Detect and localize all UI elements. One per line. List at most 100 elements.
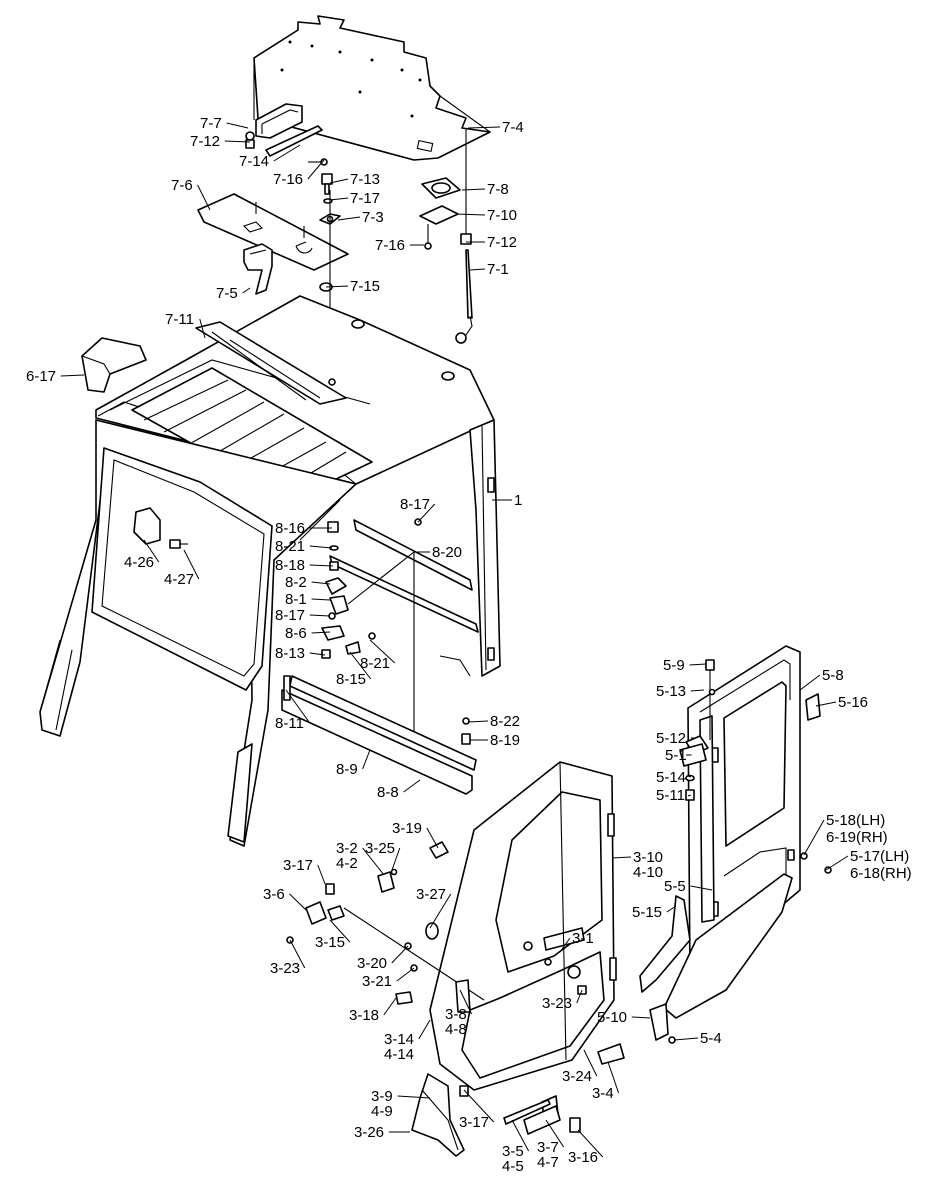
part-label-3-1: 3-1 — [572, 930, 594, 947]
part-label-5-4: 5-4 — [700, 1030, 722, 1047]
leader-line — [289, 939, 306, 969]
part-label-3-26: 3-26 — [354, 1124, 384, 1141]
part-label-8-1: 8-1 — [285, 591, 307, 608]
leader-line — [673, 1037, 699, 1041]
part-label-8-16: 8-16 — [275, 520, 305, 537]
leader-line — [418, 1019, 431, 1040]
part-label-7-12: 7-12 — [487, 234, 517, 251]
part-label-8-19: 8-19 — [490, 732, 520, 749]
part-label-6-18rh: 6-18(RH) — [850, 865, 912, 882]
part-label-3-24: 3-24 — [562, 1068, 592, 1085]
part-label-3-17: 3-17 — [283, 857, 313, 874]
part-label-7-17: 7-17 — [350, 190, 380, 207]
leader-line — [467, 126, 501, 129]
antenna-7-1 — [465, 249, 473, 319]
leader-line — [391, 945, 409, 964]
leader-line — [311, 631, 331, 634]
leader-line — [803, 819, 825, 856]
leader-line — [396, 967, 415, 982]
leader-line — [309, 545, 333, 549]
part-label-8-21: 8-21 — [275, 538, 305, 555]
rail-8-8 — [281, 689, 473, 795]
leader-line — [349, 651, 372, 680]
latch-4-26 — [133, 507, 161, 545]
part-label-8-6: 8-6 — [285, 625, 307, 642]
leader-line — [285, 689, 311, 724]
part-label-5-13: 5-13 — [656, 683, 686, 700]
leader-line — [666, 905, 677, 913]
leader-line — [383, 997, 397, 1016]
leader-line — [799, 674, 821, 691]
part-label-8-15: 8-15 — [336, 671, 366, 688]
part-label-3-7: 3-7 — [537, 1139, 559, 1156]
pad-6-17 — [81, 337, 147, 393]
leader-line — [143, 539, 160, 563]
lower-panel-3-26 — [411, 1073, 465, 1157]
leader-line — [426, 827, 439, 849]
part-label-4-14: 4-14 — [384, 1046, 414, 1063]
part-label-8-22: 8-22 — [490, 713, 520, 730]
part-label-3-9: 3-9 — [371, 1088, 393, 1105]
leader-line — [289, 893, 307, 911]
leader-line — [362, 749, 371, 770]
part-label-8-17: 8-17 — [400, 496, 430, 513]
part-label-5-1: 5-1 — [665, 747, 687, 764]
part-label-8-21: 8-21 — [360, 655, 390, 672]
part-label-7-15: 7-15 — [350, 278, 380, 295]
roof-cover-panel — [253, 15, 491, 161]
part-label-7-7: 7-7 — [200, 115, 222, 132]
leader-line — [226, 122, 249, 129]
part-label-7-10: 7-10 — [487, 207, 517, 224]
part-label-8-2: 8-2 — [285, 574, 307, 591]
leader-line — [403, 779, 421, 793]
part-label-3-10: 3-10 — [633, 849, 663, 866]
part-label-4-2: 4-2 — [336, 855, 358, 872]
leader-line — [397, 1095, 431, 1099]
leader-line — [391, 847, 401, 871]
leader-line — [511, 1119, 530, 1152]
part-label-3-25: 3-25 — [365, 840, 395, 857]
part-label-3-20: 3-20 — [357, 955, 387, 972]
part-label-6-19rh: 6-19(RH) — [826, 829, 888, 846]
leader-line — [689, 663, 707, 666]
part-label-8-17: 8-17 — [275, 607, 305, 624]
part-label-5-9: 5-9 — [663, 657, 685, 674]
leader-line — [311, 598, 331, 601]
part-label-7-5: 7-5 — [216, 285, 238, 302]
leader-line — [690, 885, 713, 891]
leader-line — [459, 989, 473, 1015]
part-label-5-16: 5-16 — [838, 694, 868, 711]
part-label-5-14: 5-14 — [656, 769, 686, 786]
part-label-4-26: 4-26 — [124, 554, 154, 571]
leader-line — [455, 213, 486, 216]
leader-line — [467, 720, 489, 723]
part-label-3-15: 3-15 — [315, 934, 345, 951]
leader-line — [825, 855, 849, 871]
leader-line — [369, 639, 396, 664]
part-label-5-12: 5-12 — [656, 730, 686, 747]
part-label-8-20: 8-20 — [432, 544, 462, 561]
leader-line — [690, 689, 705, 692]
part-label-5-18lh: 5-18(LH) — [826, 812, 885, 829]
part-label-3-14: 3-14 — [384, 1031, 414, 1048]
part-label-1: 1 — [514, 492, 522, 509]
leader-line — [463, 1089, 495, 1123]
door-lower-glass — [461, 951, 605, 1079]
part-label-7-11: 7-11 — [165, 311, 194, 328]
part-label-8-9: 8-9 — [336, 761, 358, 778]
part-label-7-4: 7-4 — [502, 119, 524, 136]
part-label-3-5: 3-5 — [502, 1143, 524, 1160]
part-label-4-8: 4-8 — [445, 1021, 467, 1038]
part-label-4-9: 4-9 — [371, 1103, 393, 1120]
panel-5-15 — [639, 895, 691, 993]
part-label-3-18: 3-18 — [349, 1007, 379, 1024]
leader-line — [611, 856, 632, 859]
part-label-8-8: 8-8 — [377, 784, 399, 801]
part-label-7-16: 7-16 — [375, 237, 405, 254]
part-label-3-21: 3-21 — [362, 973, 392, 990]
leader-line — [329, 178, 349, 184]
handle-7-5 — [243, 243, 273, 295]
leader-line — [183, 549, 200, 580]
part-label-3-6: 3-6 — [263, 886, 285, 903]
part-label-7-3: 7-3 — [362, 209, 384, 226]
